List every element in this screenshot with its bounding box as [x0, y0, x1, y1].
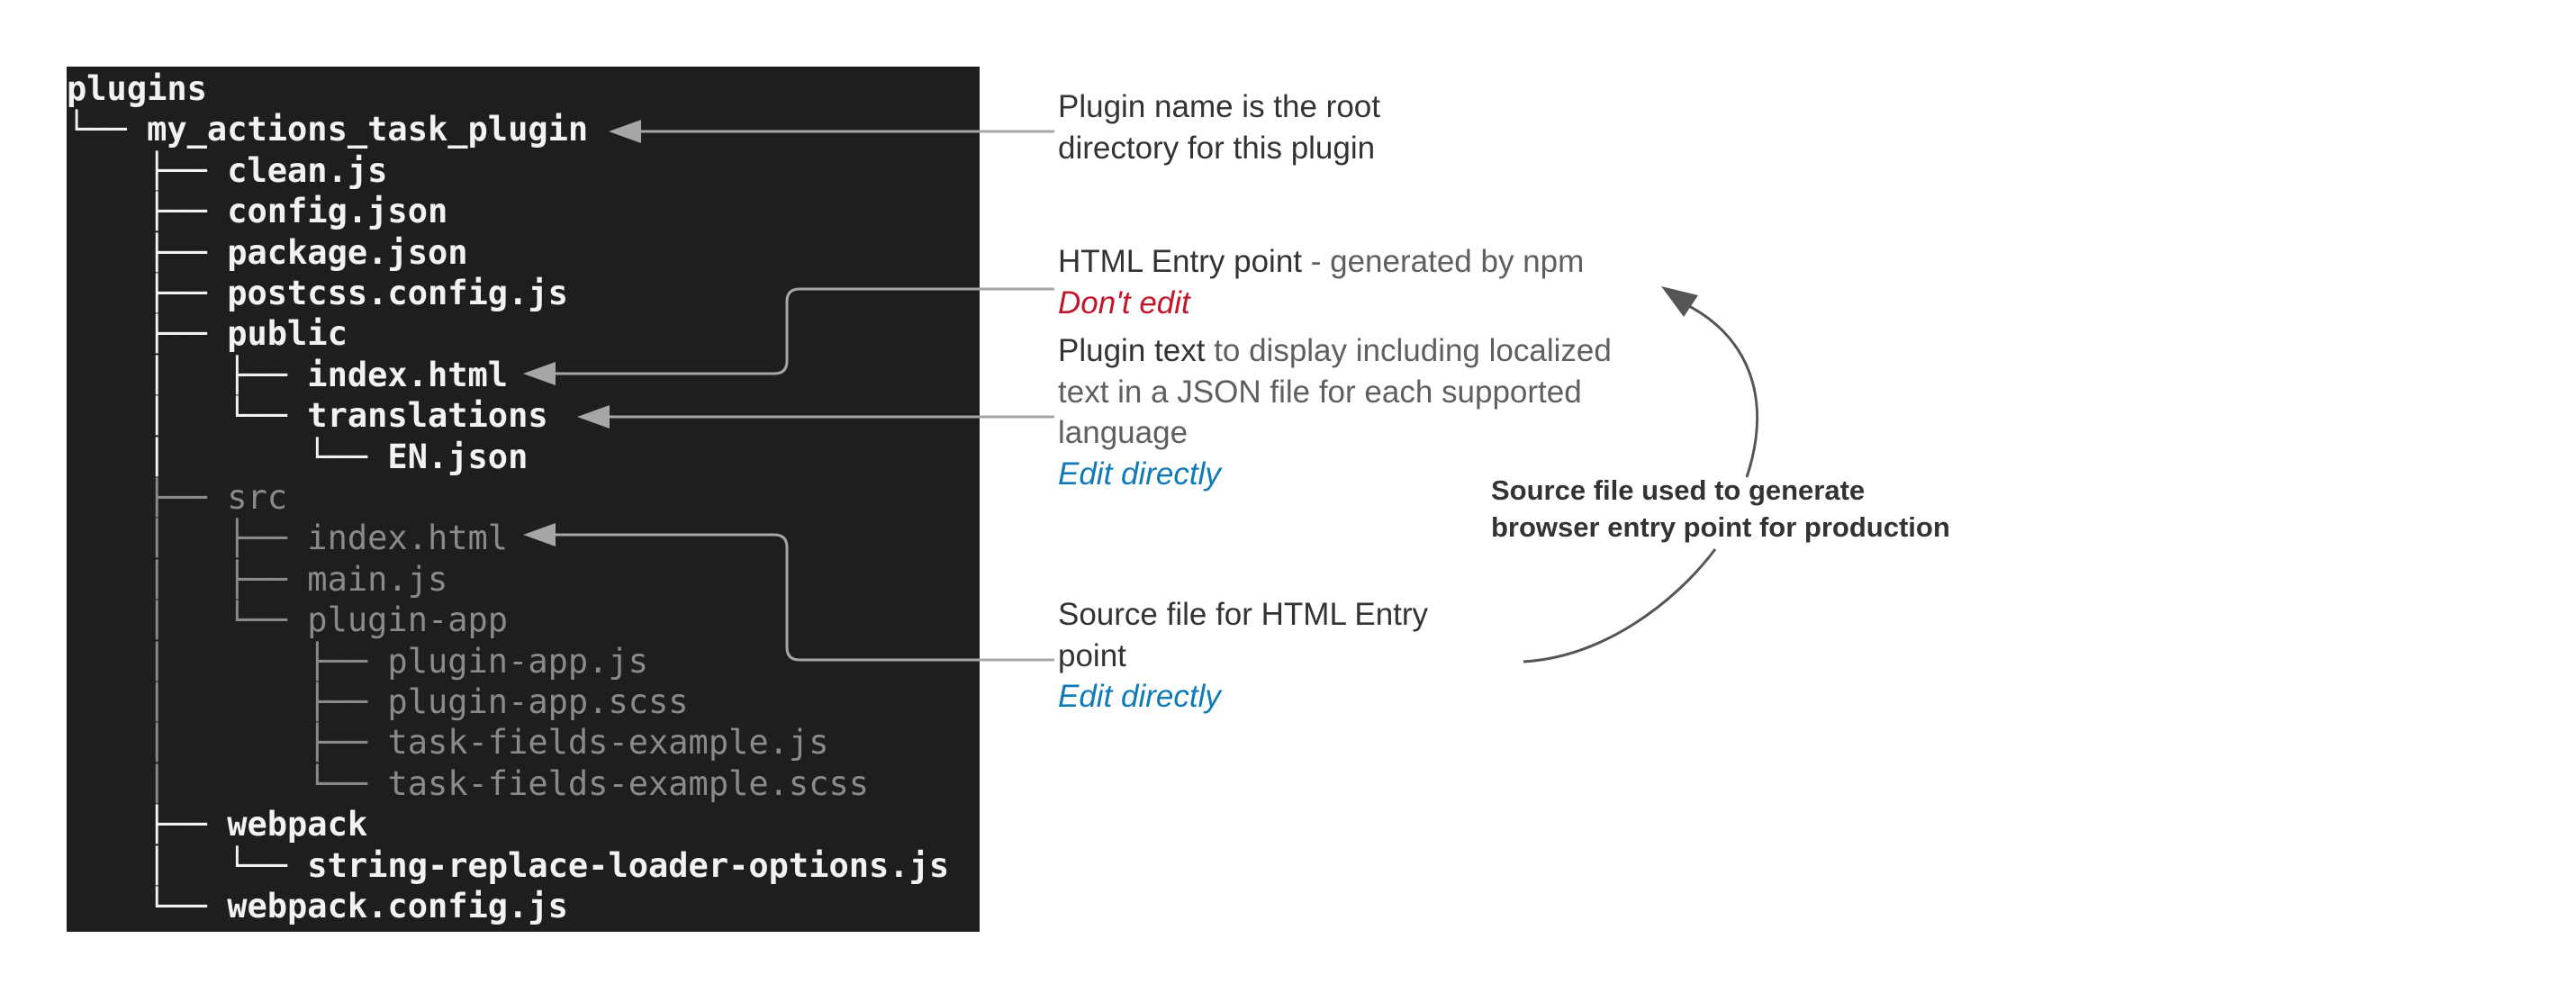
plugin-text-note: Plugin text to display including localiz…: [1058, 330, 1742, 494]
source-file-action: Edit directly: [1058, 679, 1221, 714]
tree-entry: └── my_actions_task_plugin: [67, 110, 589, 149]
plugin-text-action: Edit directly: [1058, 456, 1221, 492]
plugin-name-note-line1: Plugin name is the root: [1058, 89, 1380, 124]
tree-entry: │ └── plugin-app: [67, 600, 509, 640]
tree-entry: ├── clean.js: [67, 150, 388, 190]
tree-entry: ├── postcss.config.js: [67, 274, 568, 312]
tree-entry: │ └── translations: [67, 396, 548, 436]
dont-edit-warning: Don't edit: [1058, 284, 1190, 320]
source-file-note: Source file for HTML Entry point Edit di…: [1058, 594, 1598, 718]
html-entry-arrowhead: [523, 362, 556, 385]
translations-arrowhead: [577, 405, 610, 429]
tree-entry: ├── webpack: [67, 805, 368, 844]
generation-curve-lower: [1523, 548, 1717, 664]
plugin-name-note-line2: directory for this plugin: [1058, 130, 1376, 166]
plugin-text-rest: to display including localized: [1205, 333, 1612, 368]
source-file-line1: Source file for HTML Entry: [1058, 597, 1429, 632]
src-index-arrowhead: [523, 523, 556, 546]
tree-entry: │ ├── plugin-app.js: [67, 641, 649, 681]
plugin-text-line2: text in a JSON file for each supported: [1058, 374, 1582, 410]
generation-curve-upper: [1681, 301, 1759, 478]
html-entry-connector: [551, 287, 1054, 375]
generation-note-line1: Source file used to generate: [1491, 474, 1866, 506]
tree-entry: ├── src: [67, 478, 288, 517]
tree-entry: │ └── EN.json: [67, 437, 529, 476]
plugin-text-title: Plugin text: [1058, 333, 1206, 368]
html-entry-note: HTML Entry point - generated by npm Don'…: [1058, 241, 1688, 323]
tree-entry: ├── config.json: [67, 192, 448, 231]
tree-entry: │ ├── main.js: [67, 559, 448, 599]
plugin-name-note: Plugin name is the root directory for th…: [1058, 86, 1598, 168]
generation-note: Source file used to generate browser ent…: [1491, 472, 2031, 546]
tree-entry: ├── public: [67, 314, 348, 354]
source-file-line2: point: [1058, 637, 1126, 673]
html-entry-subtitle: - generated by npm: [1302, 244, 1585, 279]
generation-note-line2: browser entry point for production: [1491, 511, 1950, 543]
html-entry-title: HTML Entry point: [1058, 244, 1303, 279]
tree-entry: plugins: [67, 69, 207, 108]
plugin-name-arrowhead: [609, 120, 641, 143]
tree-entry: │ └── task-fields-example.scss: [67, 763, 870, 803]
directory-tree-panel: [67, 67, 980, 932]
src-index-connector: [551, 533, 1054, 662]
generation-arrowhead: [1661, 286, 1698, 317]
tree-entry: │ ├── plugin-app.scss: [67, 682, 689, 721]
tree-entry: │ ├── index.html: [67, 355, 509, 394]
tree-entry: ├── package.json: [67, 232, 468, 272]
tree-entry: │ ├── index.html: [67, 519, 509, 558]
tree-entry: │ └── string-replace-loader-options.js: [67, 845, 950, 885]
tree-entry: └── webpack.config.js: [67, 887, 568, 925]
plugin-text-line3: language: [1058, 415, 1189, 450]
tree-entry: │ ├── task-fields-example.js: [67, 723, 829, 763]
